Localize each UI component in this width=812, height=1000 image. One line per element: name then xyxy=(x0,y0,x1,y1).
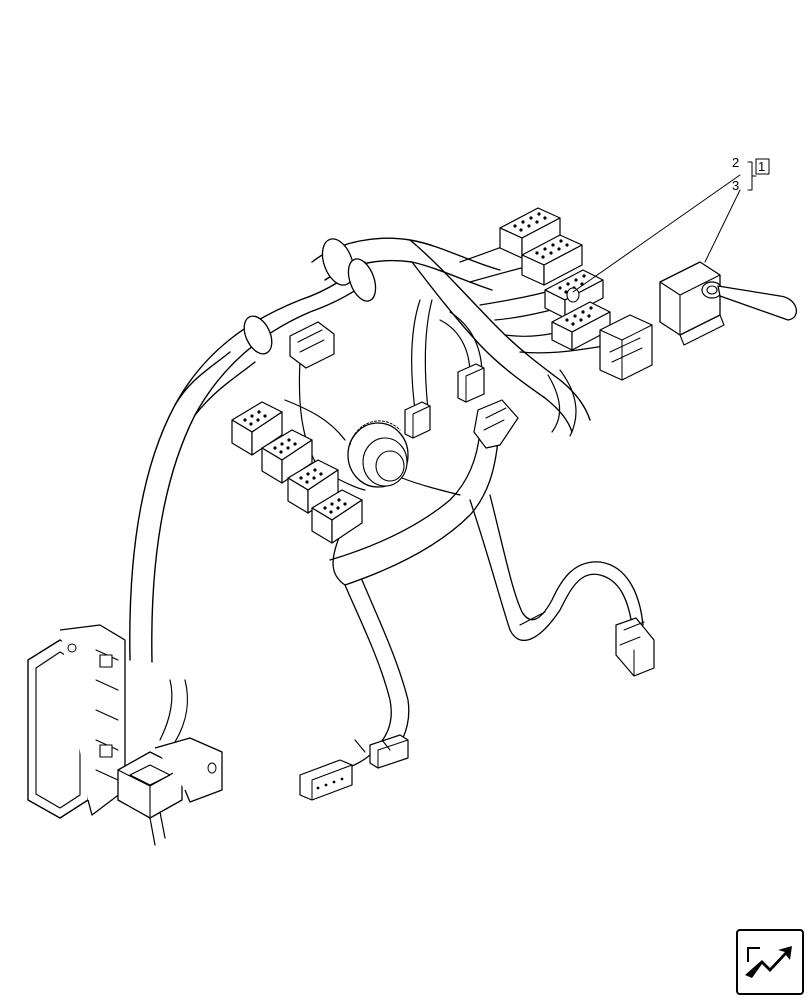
connector-block xyxy=(231,401,283,456)
connector-block xyxy=(311,489,363,544)
relay-socket-bracket xyxy=(117,679,223,846)
callout-item-2: 2 xyxy=(732,155,739,170)
connector-block xyxy=(544,269,604,319)
lower-branch-harness xyxy=(329,429,644,642)
round-grommet-connector xyxy=(347,420,461,496)
connector-block xyxy=(521,234,583,286)
small-connectors-inner xyxy=(289,321,519,449)
connector-block xyxy=(499,207,561,259)
next-page-arrow-icon[interactable] xyxy=(736,929,804,995)
main-harness-trunk xyxy=(129,237,591,663)
bottom-connectors xyxy=(299,734,409,801)
multi-pin-connector-group-left xyxy=(231,401,363,544)
toggle-switch xyxy=(659,261,798,346)
callout-item-3: 3 xyxy=(732,178,739,193)
upper-right-connectors xyxy=(499,207,653,381)
callout-leaders xyxy=(572,158,770,293)
connector-block xyxy=(261,429,313,484)
fuse-relay-box xyxy=(27,624,126,819)
right-plug-connector xyxy=(615,617,655,677)
connector-block xyxy=(287,459,339,514)
connector-block xyxy=(551,301,611,351)
callout-item-1: 1 xyxy=(758,159,765,174)
connector-block xyxy=(599,314,653,381)
